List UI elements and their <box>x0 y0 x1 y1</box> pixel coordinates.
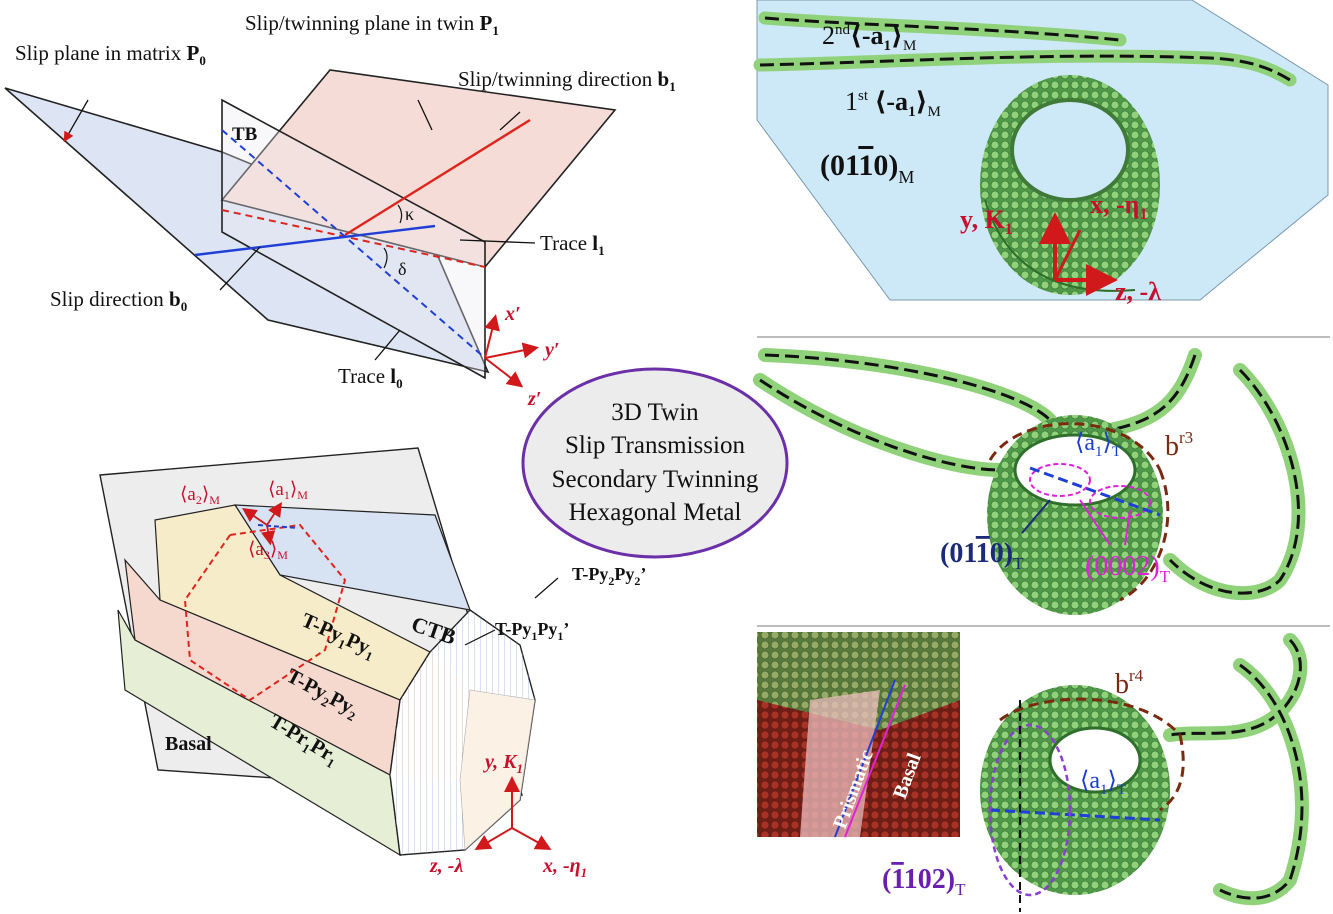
br4-label: br4 <box>1115 666 1144 700</box>
slip-direction-b0-line <box>194 224 436 257</box>
axis-z-lambda-label: z, -λ <box>429 855 463 877</box>
axis-z-lambda-top-label: z, -λ <box>1115 277 1161 306</box>
kappa-label: κ <box>405 204 414 224</box>
a1-t-bottom-label: ⟨a1⟩T <box>1080 768 1126 798</box>
axis-x-eta-top-label: x, -η1 <box>1090 190 1147 223</box>
trace-l1-dashed <box>221 209 486 268</box>
a2-m-label: ⟨a2⟩M <box>180 484 220 507</box>
second-dislocation-label: 2nd⟨-a1⟩M <box>822 21 916 54</box>
t-py1-callout: T-Py1Py1’ <box>495 619 569 643</box>
oval-line-1: 3D Twin <box>611 399 699 426</box>
oval-line-3: Secondary Twinning <box>552 466 759 493</box>
axis-x-prime-label: x′ <box>504 303 521 325</box>
simulation-panel-top: 2nd⟨-a1⟩M 1st ⟨-a1⟩M (0110)M y, K1 x, -η… <box>753 0 1329 306</box>
axis-y-k1-top-label: y, K1 <box>960 205 1013 238</box>
axis-x-eta-label: x, -η1 <box>542 855 587 880</box>
simulation-panel-middle: br3 ⟨a1⟩T (0110)T (0002)T <box>753 348 1306 615</box>
oval-line-2: Slip Transmission <box>565 432 745 459</box>
br3-label: br3 <box>1165 428 1193 462</box>
oval-line-4: Hexagonal Metal <box>569 499 742 526</box>
a1-m-label: ⟨a1⟩M <box>268 479 308 502</box>
delta-label: δ <box>398 259 406 279</box>
a1-t-middle-label: ⟨a1⟩T <box>1075 430 1121 460</box>
prismatic-plane-t-label: (0110)T <box>940 538 1024 573</box>
axis-y-prime-label: y′ <box>543 339 560 361</box>
summary-oval: 3D Twin Slip Transmission Secondary Twin… <box>521 367 789 559</box>
twin-section-outline <box>183 523 347 702</box>
prismatic-plane-m-label: (0110)M <box>820 149 914 187</box>
a3-m-label: ⟨a3⟩M <box>248 539 288 562</box>
slip-twinning-direction-label: Slip/twinning direction b1 <box>458 67 676 94</box>
tb-label: TB <box>232 124 258 145</box>
pyramidal-plane-t-label: (1102)T <box>882 864 966 899</box>
trace-l1-label: Trace l1 <box>540 231 605 258</box>
axis-z-prime-label: z′ <box>527 388 541 410</box>
axis-y-k1-label: y, K1 <box>483 751 523 776</box>
twin-prism-diagram: ⟨a2⟩M ⟨a1⟩M ⟨a3⟩M CTB T-Py1Py1 T-Py2Py2 … <box>99 447 646 880</box>
t-py2-callout: T-Py2Py2’ <box>572 564 646 588</box>
twin-plane-p1 <box>220 69 617 268</box>
basal-label: Basal <box>165 733 212 755</box>
trace-l0-dashed <box>221 129 486 359</box>
slip-plane-matrix-label: Slip plane in matrix P0 <box>15 41 206 68</box>
slip-direction-b0-label: Slip direction b0 <box>50 287 187 314</box>
matrix-plane-p0 <box>4 87 490 374</box>
slip-planes-diagram: Slip plane in matrix P0 Slip/twinning pl… <box>4 11 676 410</box>
slip-twinning-plane-label: Slip/twinning plane in twin P1 <box>245 11 499 38</box>
trace-l0-label: Trace l0 <box>338 364 403 391</box>
first-dislocation-label: 1st ⟨-a1⟩M <box>845 87 941 120</box>
slip-direction-b1-line <box>344 118 531 237</box>
pyramidal-twin-ellipse <box>988 723 1072 897</box>
simulation-panel-bottom: Prismatic Basal br4 ⟨a1⟩T (1102)T <box>757 632 1309 912</box>
basal-plane-t-label: (0002)T <box>1085 551 1171 586</box>
